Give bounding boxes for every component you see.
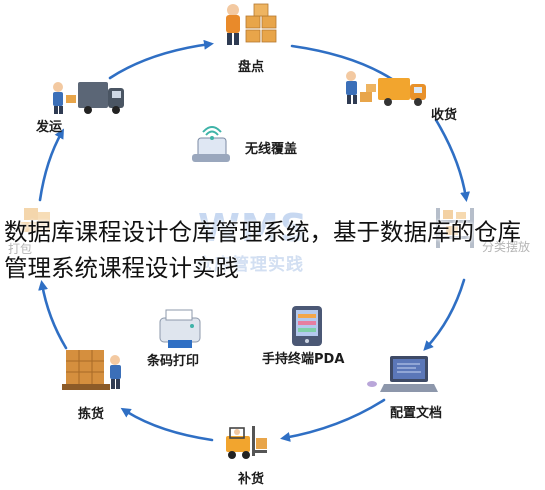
arc-sorting-to-config [423, 278, 466, 351]
step-label-picking: 拣货 [78, 407, 105, 422]
step-label-receiving: 收货 [431, 108, 458, 123]
arc-receiving-to-sorting [434, 118, 471, 202]
step-label-shipping: 发运 [36, 120, 63, 135]
receiving-truck-icon [346, 71, 426, 106]
overlay-title: 数据库课程设计仓库管理系统，基于数据库的仓库管理系统课程设计实践 [4, 218, 521, 282]
packing-icon [20, 208, 50, 232]
barcode-printer-icon [159, 309, 201, 348]
arc-packing-to-shipping [38, 128, 64, 202]
step-label-inventory: 盘点 [238, 60, 265, 75]
inventory-worker-icon [226, 3, 277, 45]
feature-label-pda: 手持终端PDA [262, 352, 345, 367]
shipping-truck-icon [53, 82, 124, 114]
step-label-packing: 打包 [8, 242, 33, 256]
sorting-shelf-icon [436, 208, 474, 248]
feature-label-barcode: 条码打印 [147, 354, 200, 369]
step-label-config-docs: 配置文档 [390, 406, 443, 421]
arc-config-to-replenish [280, 398, 386, 442]
arc-replenish-to-picking [120, 407, 214, 442]
arc-picking-to-packing [38, 280, 68, 350]
wireless-wifi-icon [192, 126, 230, 162]
pda-device-icon [292, 306, 322, 346]
arc-shipping-to-inventory [108, 39, 214, 80]
center-subtitle: 仓库管理实践 [196, 255, 304, 275]
step-label-sorting: 分类摆放 [482, 240, 531, 254]
step-label-replenish: 补货 [238, 472, 265, 487]
replenish-forklift-icon [226, 426, 267, 459]
center-title: WMS [198, 206, 309, 250]
feature-label-wireless: 无线覆盖 [245, 142, 298, 157]
laptop-icon [367, 356, 438, 392]
picking-pallet-icon [62, 350, 121, 390]
